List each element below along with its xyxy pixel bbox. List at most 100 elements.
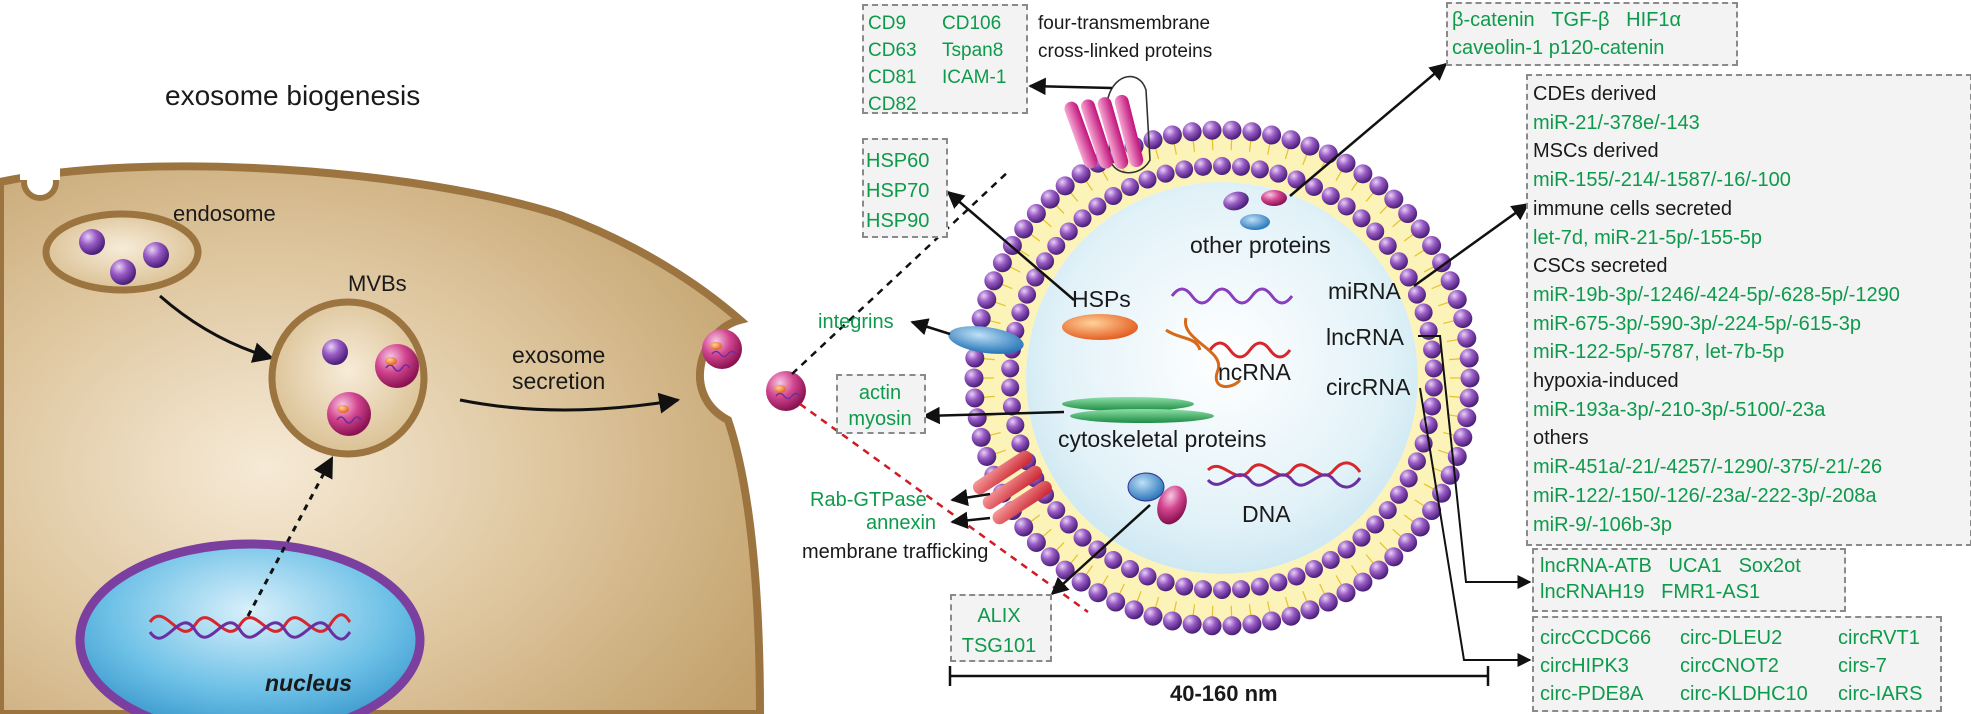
lipid-head (1407, 285, 1426, 304)
lipid-head (1121, 560, 1140, 579)
circrna-label: circRNA (1326, 374, 1411, 400)
lipid-head (1001, 359, 1020, 378)
biogenesis-title: exosome biogenesis (165, 80, 421, 111)
lipid-head (1002, 397, 1021, 416)
lipid-head (1337, 197, 1356, 216)
lipid-head (1384, 189, 1404, 209)
actin: actin (858, 382, 902, 404)
lipid-head (1001, 378, 1020, 397)
lipid-head (1384, 547, 1404, 567)
circrna: circ-KLDHC10 (1680, 683, 1808, 705)
lncrna: UCA1 (1668, 555, 1722, 577)
lipid-head (1011, 434, 1030, 453)
lipid-head (1242, 614, 1262, 634)
lipid-head (1453, 427, 1473, 447)
lipid-head (1193, 580, 1212, 599)
lipid-head (1424, 359, 1443, 378)
lipid-head (1422, 235, 1442, 255)
lipid-head (1460, 368, 1480, 388)
hsps-label: HSPs (1072, 286, 1131, 312)
lipid-head (992, 253, 1012, 273)
lipid-head (1281, 130, 1301, 150)
lipid-head (1059, 515, 1078, 534)
mirna-entries: let-7d, miR-21-5p/-155-5p (1533, 226, 1762, 249)
lipid-head (1047, 236, 1066, 255)
rab-gtpase-label: Rab-GTPase (810, 489, 927, 511)
lipid-head (1242, 122, 1262, 142)
myosin: myosin (848, 408, 912, 430)
lipid-head (1014, 517, 1034, 537)
lipid-head (1073, 209, 1092, 228)
tetraspanin-col-1: CD9 CD63 CD81 CD82 (868, 10, 917, 118)
lipid-head (1088, 583, 1108, 603)
lipid-head (1419, 321, 1438, 340)
lipid-head (1055, 560, 1075, 580)
tetraspanin-col-2: CD106 Tspan8 ICAM-1 (942, 10, 1006, 91)
hsp: HSP70 (866, 180, 930, 202)
other-proteins-box (1446, 2, 1738, 66)
lipid-head (1250, 577, 1269, 596)
integrins-label: integrins (818, 311, 894, 333)
lipid-head (1175, 577, 1194, 596)
lipid-head (1175, 160, 1194, 179)
nucleus-dna (148, 613, 352, 641)
lipid-head (1036, 252, 1055, 271)
circrna: circ-IARS (1838, 683, 1923, 705)
marker: CD106 (942, 13, 1002, 34)
lipid-head (1287, 170, 1306, 189)
lipid-head (1106, 592, 1126, 612)
lncrna: Sox2ot (1738, 555, 1801, 577)
tetraspanin-label: four-transmembrane cross-linked proteins (1038, 13, 1213, 62)
lipid-head (1162, 125, 1182, 145)
lncrna-label: lncRNA (1326, 324, 1404, 350)
lipid-head (1457, 408, 1477, 428)
mirna-entries: miR-19b-3p/-1246/-424-5p/-628-5p/-1290 (1533, 283, 1900, 306)
lipid-head (1026, 532, 1046, 552)
circrna-col-2: circ-DLEU2 circCNOT2 circ-KLDHC10 (1680, 624, 1808, 708)
lipid-head (1156, 164, 1175, 183)
lipid-head (1088, 540, 1107, 559)
circrna: circCCDC66 (1540, 627, 1652, 649)
protein: HIF1α (1626, 9, 1682, 31)
lipid-head (1138, 567, 1157, 586)
lipid-head (1369, 176, 1389, 196)
lipid-head (977, 289, 997, 309)
lipid-head (1055, 176, 1075, 196)
endosome-to-mvb-arrow (159, 294, 275, 363)
lipid-head (1104, 187, 1123, 206)
lipid-head (1222, 120, 1242, 140)
mirna-source-heading: CDEs derived (1533, 83, 1657, 105)
size-scale-label: 40-160 nm (1170, 681, 1278, 706)
membrane-trafficking-label: membrane trafficking (802, 541, 989, 563)
secreted-exosome-1 (702, 329, 742, 369)
protein: TGF-β (1551, 9, 1610, 31)
circrna: circ-DLEU2 (1680, 627, 1783, 649)
protein-row-1: β-catenin TGF-β HIF1α (1452, 10, 1681, 30)
lipid-head (1318, 144, 1338, 164)
lipid-head (1337, 540, 1356, 559)
alix-list: ALIX TSG101 (952, 601, 1046, 661)
actin-list: actin myosin (842, 380, 918, 432)
ncrna-label: ncRNA (1218, 359, 1291, 385)
lipid-head (1124, 600, 1144, 620)
marker: Tspan8 (942, 40, 1004, 61)
mirna-entries: miR-155/-214/-1587/-16/-100 (1533, 169, 1791, 192)
lipid-head (1318, 592, 1338, 612)
lipid-head (1399, 469, 1418, 488)
mirna-source-heading: CSCs secreted (1533, 255, 1668, 278)
lipid-head (1040, 189, 1060, 209)
lipid-head (1262, 125, 1282, 145)
lipid-head (1440, 271, 1460, 291)
mirna-source-heading: others (1533, 427, 1589, 450)
lipid-head (1300, 136, 1320, 156)
lipid-head (1432, 253, 1452, 273)
mirna-entries: miR-122-5p/-5787, let-7b-5p (1533, 341, 1785, 364)
lipid-head (1213, 581, 1231, 599)
circrna-col-3: circRVT1 cirs-7 circ-IARS (1838, 624, 1922, 708)
lipid-head (1250, 160, 1269, 179)
lipid-head (1088, 197, 1107, 216)
lipid-head (1182, 614, 1202, 634)
lipid-head (1410, 517, 1430, 537)
lipid-head (1138, 170, 1157, 189)
